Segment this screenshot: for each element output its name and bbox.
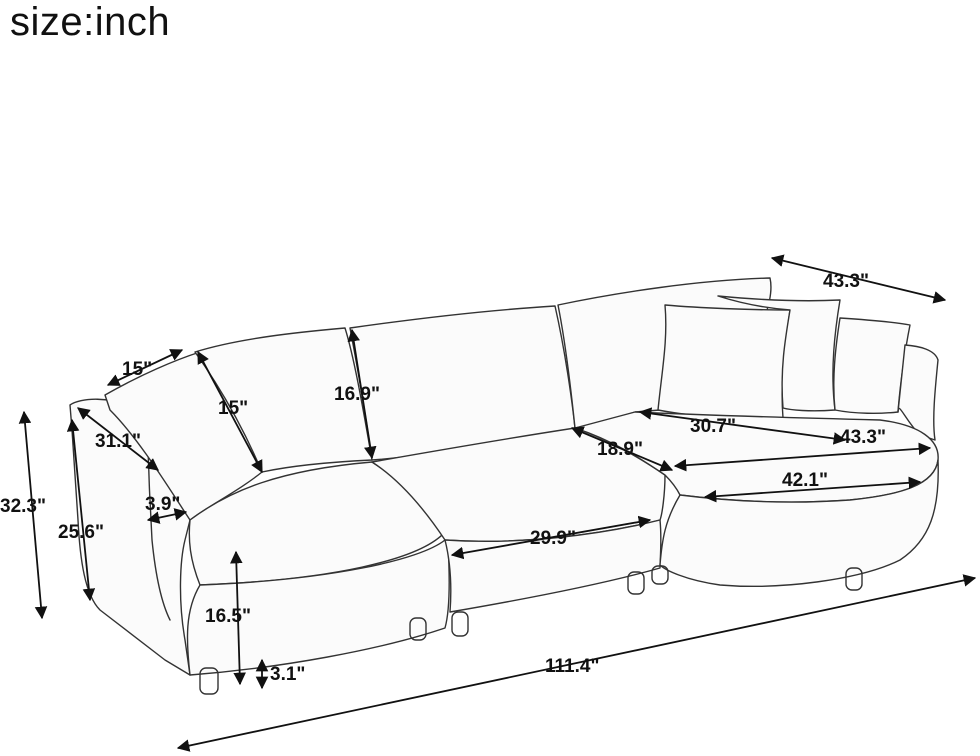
- label-arm-width: 15": [122, 359, 152, 380]
- label-chaise-width: 42.1": [782, 470, 828, 491]
- label-cushion-depth: 18.9": [597, 439, 643, 460]
- throw-pillow-1: [657, 304, 791, 420]
- dim-arm-gap-line: [146, 508, 188, 524]
- dim-cushion-depth-line: [570, 426, 674, 472]
- dim-back-height-line: [347, 328, 377, 460]
- dim-total-length-line: [176, 574, 977, 752]
- label-seat-height: 16.5": [205, 606, 251, 627]
- throw-pillow-3: [833, 317, 911, 415]
- dim-arm-length-line: [77, 407, 159, 471]
- dim-chaise-length-line: [673, 442, 932, 472]
- dim-seat-width-line: [450, 515, 652, 560]
- label-back-depth: 43.3": [823, 271, 869, 292]
- dim-chaise-width-line: [703, 476, 922, 503]
- label-total-length: 111.4": [545, 656, 599, 677]
- label-seat-width: 29.9": [530, 528, 576, 549]
- dim-arm-depth-line: [197, 350, 263, 474]
- leg-middle: [451, 611, 469, 637]
- dim-arm-width-line: [106, 349, 184, 386]
- label-arm-length: 31.1": [95, 431, 141, 452]
- dim-chaise-back-line: [638, 407, 847, 445]
- label-total-height: 32.3": [0, 496, 46, 517]
- dimension-labels: 43.3" 15" 15" 16.9" 31.1" 3.9" 32.3" 25.…: [0, 271, 886, 685]
- chaise-arm: [897, 344, 939, 441]
- label-back-height: 16.9": [334, 384, 380, 405]
- dim-arm-height-line: [66, 418, 96, 602]
- size-unit-title: size:inch: [10, 0, 171, 44]
- sofa-drawing: [69, 277, 939, 695]
- label-arm-height: 25.6": [58, 522, 104, 543]
- dim-back-depth-line: [770, 254, 947, 304]
- label-arm-depth: 15": [218, 398, 248, 419]
- label-chaise-back: 30.7": [690, 416, 736, 437]
- label-arm-gap: 3.9": [145, 494, 180, 515]
- label-leg-height: 3.1": [270, 664, 305, 685]
- dim-total-height-line: [18, 410, 48, 620]
- label-chaise-length: 43.3": [840, 427, 886, 448]
- dimension-lines: [18, 254, 977, 752]
